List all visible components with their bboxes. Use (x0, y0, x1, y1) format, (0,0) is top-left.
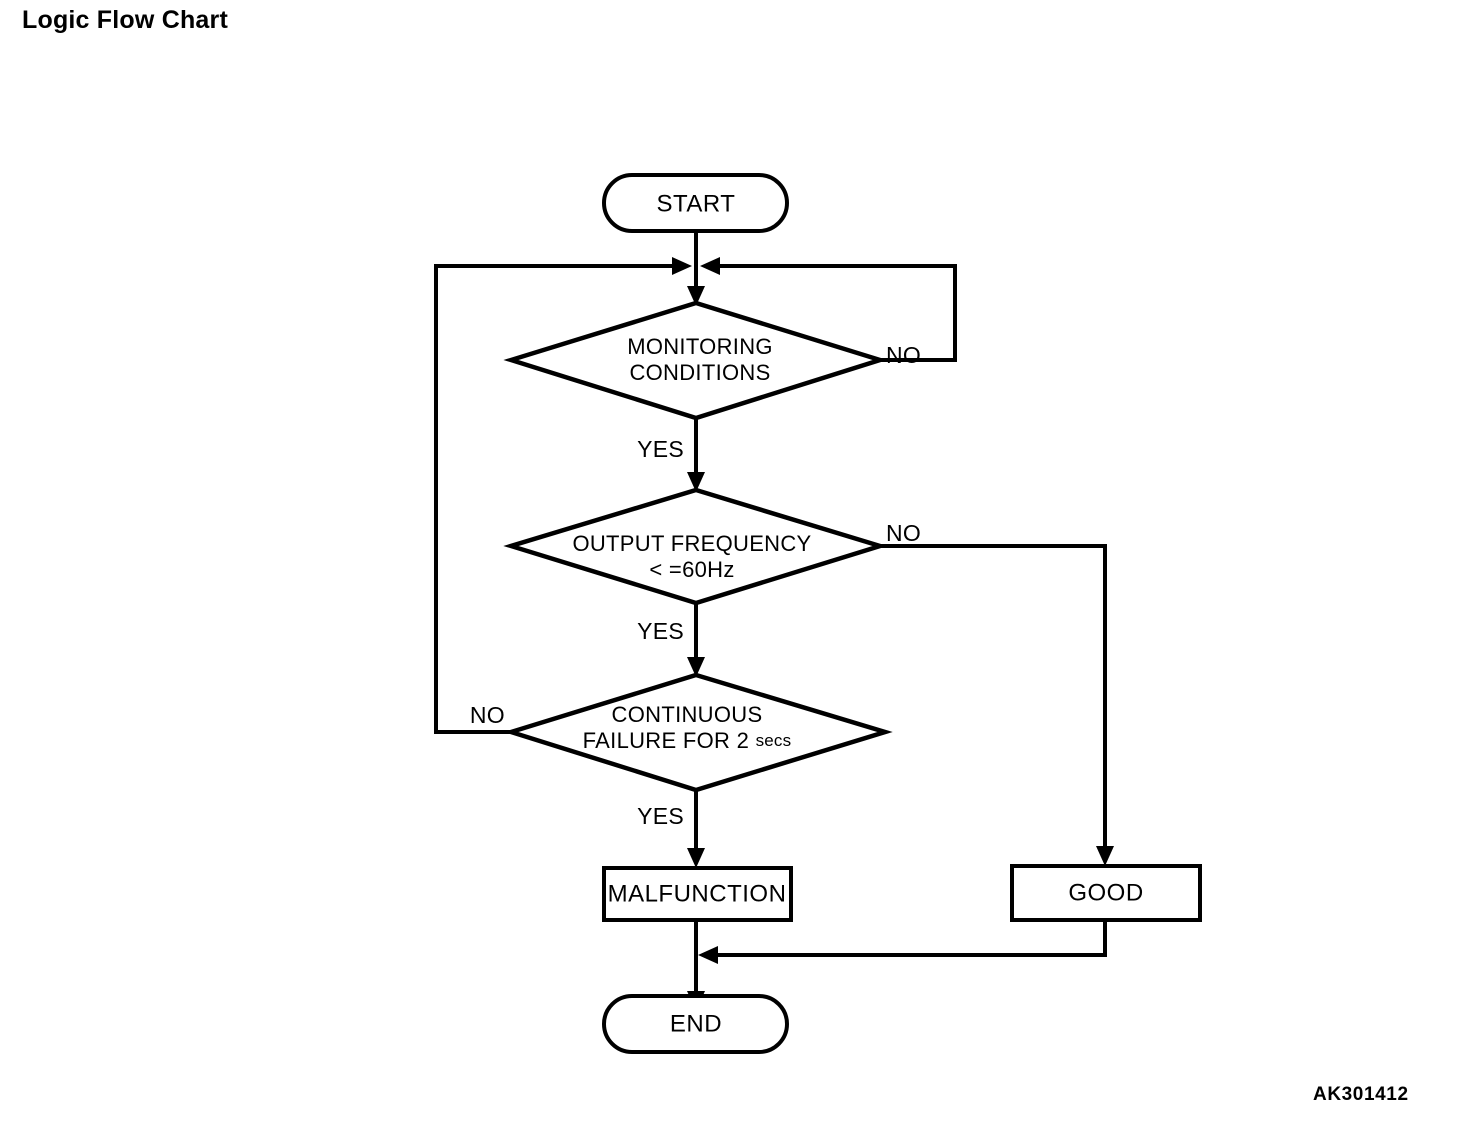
edge-frequency-yes (687, 603, 705, 677)
failure-label-line2-small: secs (756, 731, 792, 750)
monitoring-label-line1: MONITORING (627, 334, 773, 359)
edge-label-yes-failure: YES (637, 803, 684, 829)
node-monitoring-conditions[interactable]: MONITORING CONDITIONS (503, 300, 888, 421)
arrowhead-down-frequency (687, 472, 705, 492)
arrowhead-right-junction (672, 257, 692, 275)
edge-label-no-frequency: NO (886, 520, 921, 546)
end-label: END (670, 1010, 722, 1037)
arrowhead-left-merge (698, 946, 718, 964)
arrowhead-down-monitoring (687, 286, 705, 306)
edge-label-no-monitoring: NO (886, 342, 921, 368)
edge-label-yes-monitoring: YES (637, 436, 684, 462)
node-malfunction[interactable]: MALFUNCTION (602, 866, 793, 922)
edge-failure-no-loop (434, 257, 692, 734)
malfunction-label: MALFUNCTION (608, 880, 787, 907)
arrowhead-down-good (1096, 846, 1114, 866)
node-output-frequency[interactable]: OUTPUT FREQUENCY < =60Hz (503, 487, 888, 606)
node-end[interactable]: END (602, 994, 789, 1054)
edge-monitoring-no-loop (700, 257, 957, 362)
monitoring-label-line2: CONDITIONS (629, 360, 770, 385)
arrowhead-left-junction (700, 257, 720, 275)
edge-monitoring-yes (687, 418, 705, 492)
arrowhead-down-failure (687, 657, 705, 677)
edge-failure-yes (687, 790, 705, 868)
arrowhead-down-malfunction (687, 848, 705, 868)
watermark-code: AK301412 (1313, 1084, 1409, 1105)
edge-label-yes-frequency: YES (637, 618, 684, 644)
failure-label-line2: FAILURE FOR 2 secs (583, 728, 792, 753)
good-label: GOOD (1068, 879, 1143, 906)
edge-frequency-no (880, 544, 1114, 866)
frequency-label-line2: < =60Hz (649, 557, 734, 582)
node-continuous-failure[interactable]: CONTINUOUS FAILURE FOR 2 secs (503, 672, 893, 793)
failure-label-line2-main: FAILURE FOR 2 (583, 728, 756, 753)
edge-junction-to-monitoring (687, 266, 705, 306)
failure-label-line1: CONTINUOUS (612, 702, 763, 727)
edge-label-no-failure: NO (470, 702, 505, 728)
start-label: START (657, 190, 736, 217)
frequency-label-line1: OUTPUT FREQUENCY (572, 531, 811, 556)
node-good[interactable]: GOOD (1010, 864, 1202, 922)
node-start[interactable]: START (602, 173, 789, 233)
edge-good-to-end (698, 920, 1107, 964)
page-title: Logic Flow Chart (22, 6, 228, 34)
